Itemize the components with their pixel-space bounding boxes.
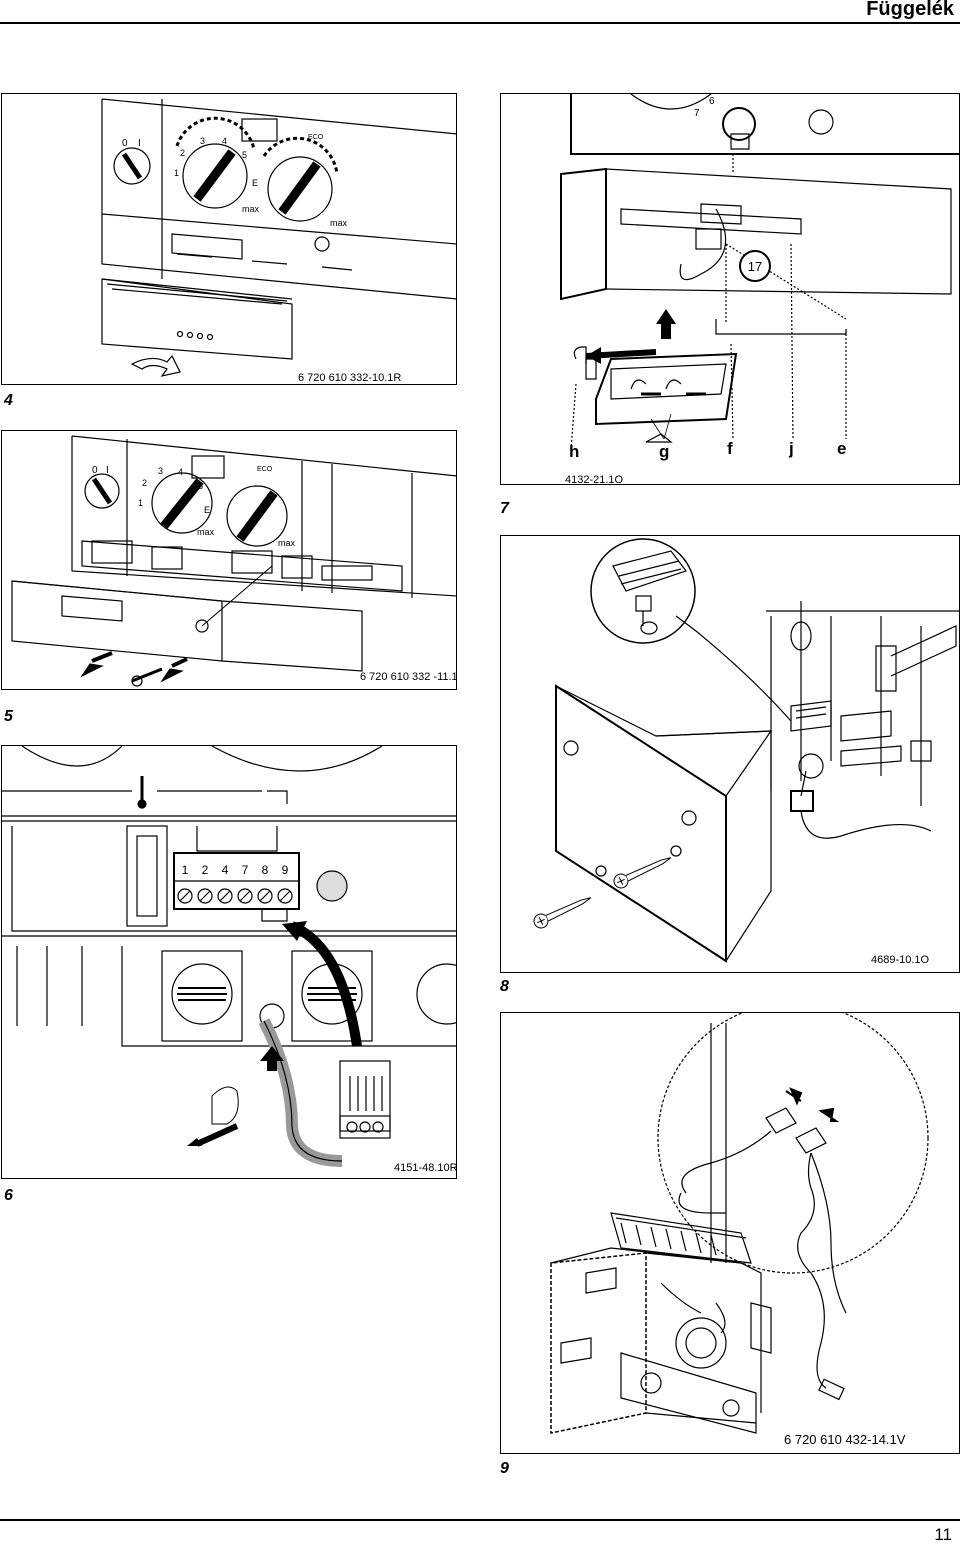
fig6-terminal-5: 8 [262,863,269,877]
fig5-dial-3: 3 [158,466,163,476]
figure-9-code: 6 720 610 432-14.1V [784,1432,906,1447]
page-header-title: Függelék [866,0,954,20]
figure-9-panel: 6 720 610 432-14.1V [500,1012,960,1454]
figure-8-number: 8 [500,978,509,995]
figure-5-panel: 0 I 2 3 4 5 1 E max max ECO 6 720 610 33… [1,430,457,690]
fig5-eco-label: ECO [257,466,273,473]
fig7-label-h: h [569,442,579,461]
fig4-dial-3: 3 [200,136,205,146]
fig6-terminal-6: 9 [282,863,289,877]
figure-6-number: 6 [4,1187,13,1204]
figure-4-illustration: 0 I 2 3 4 5 1 E max max ECO [101,98,456,377]
fig4-on-label: I [138,138,141,149]
fig5-dial-2: 2 [142,478,147,488]
fig6-terminal-2: 2 [202,863,209,877]
figure-6-panel: 1 2 4 7 8 9 4151-48.10R [1,745,457,1179]
fig7-label-e: e [837,439,846,458]
figure-5-code: 6 720 610 332 -11.1R [360,671,457,683]
fig6-terminal-1: 1 [182,863,189,877]
fig7-top-7: 7 [694,108,700,119]
fig5-max-1: max [197,527,215,537]
figure-8-illustration [533,538,959,963]
figure-7-code: 4132-21.1O [565,474,624,485]
figure-5-number: 5 [4,708,13,725]
figure-6-illustration: 1 2 4 7 8 9 [2,746,456,1167]
fig5-dial-4: 4 [178,467,183,477]
fig4-eco-label: ECO [308,134,324,141]
fig5-dial-1: 1 [138,498,143,508]
fig6-terminal-4: 7 [242,863,249,877]
fig5-dial-5: 5 [198,481,203,491]
figure-9-number: 9 [500,1460,509,1477]
fig4-dial-2: 2 [180,148,185,158]
figure-4-code: 6 720 610 332-10.1R [298,372,402,384]
figure-7-illustration: 17 6 7 h g f j e [560,94,959,461]
fig4-dial-e: E [252,178,258,188]
fig5-max-2: max [278,538,296,548]
figure-9-illustration [550,1013,929,1434]
fig5-on-label: I [106,465,109,476]
fig4-dial-4: 4 [222,136,227,146]
fig6-terminal-3: 4 [222,863,229,877]
figure-7-number: 7 [500,500,509,517]
fig4-max-2: max [330,218,348,228]
figure-6-code: 4151-48.10R [394,1162,457,1174]
fig5-dial-e: E [204,505,210,515]
header-rule [0,22,960,24]
footer-rule [0,1519,960,1521]
fig4-dial-5: 5 [242,150,247,160]
fig7-callout-17: 17 [748,259,762,274]
fig7-label-f: f [727,439,733,458]
figure-7-panel: 17 6 7 h g f j e 4132-21.1O [500,93,960,485]
fig7-label-g: g [659,442,669,461]
fig4-off-label: 0 [122,138,128,149]
figure-5-illustration: 0 I 2 3 4 5 1 E max max ECO [11,435,456,687]
figure-4-panel: 0 I 2 3 4 5 1 E max max ECO 6 720 610 33… [1,93,457,385]
fig4-max-1: max [242,204,260,214]
fig7-label-j: j [788,439,794,458]
fig4-dial-1: 1 [174,168,179,178]
fig7-top-6: 6 [709,96,715,107]
figure-4-number: 4 [4,392,13,409]
page-number: 11 [934,1525,952,1544]
fig5-off-label: 0 [92,465,98,476]
figure-8-code: 4689-10.1O [871,954,930,966]
figure-8-panel: 4689-10.1O [500,535,960,973]
